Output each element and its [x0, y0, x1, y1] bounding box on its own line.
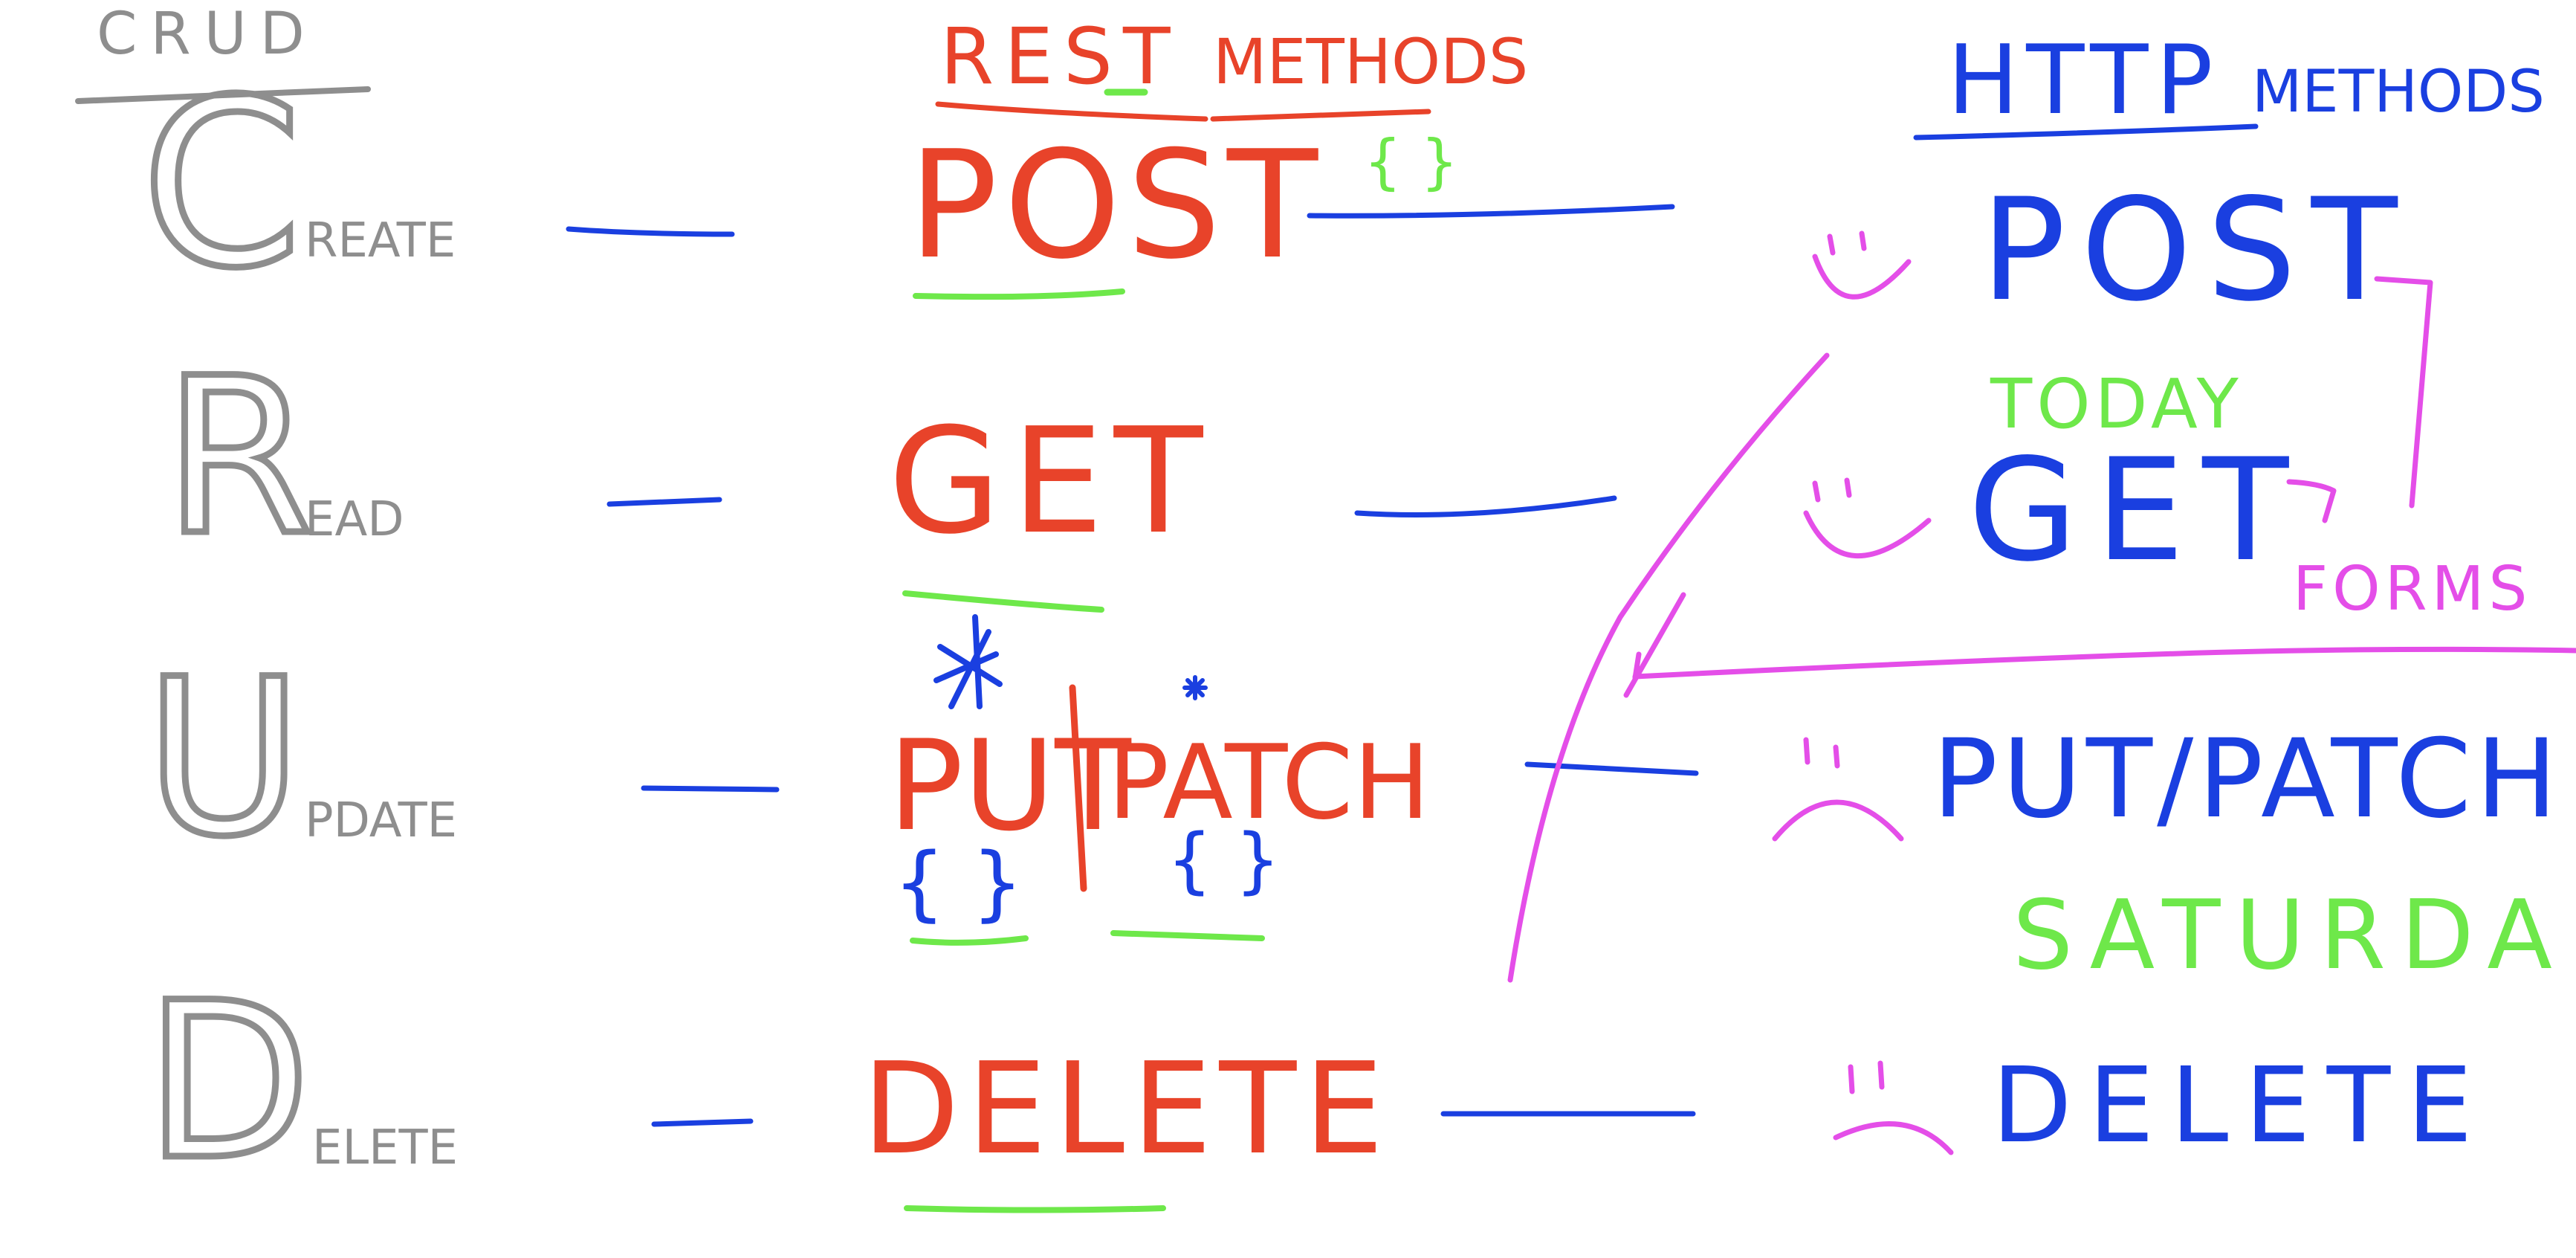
get-bracket-tick [2286, 479, 2337, 523]
connector-delete-delete [651, 1118, 754, 1127]
connector-update-put [641, 785, 780, 793]
rest-get-underline [902, 590, 1104, 613]
rest-heading-underline-1 [935, 101, 1208, 122]
http-saturday-label: SATURDA [2013, 880, 2567, 991]
rest-put-underline [910, 935, 1029, 946]
forms-bracket [2374, 276, 2433, 509]
connector-put-http [1524, 761, 1699, 776]
crud-update-initial: U [145, 633, 302, 884]
rest-heading-word2: METHODS [1213, 25, 1528, 98]
crud-delete-initial: D [145, 957, 311, 1207]
rest-post-underline [913, 288, 1125, 300]
rest-post: POST [908, 119, 1324, 292]
rest-get: GET [888, 397, 1213, 567]
crud-rest-connectors [566, 226, 780, 1127]
http-heading-underline [1913, 123, 2259, 141]
http-put-patch: PUT/PATCH [1932, 716, 2562, 842]
http-heading-word1: HTTP [1947, 25, 2221, 136]
rest-put: PUT [888, 713, 1132, 859]
magenta-annotations [1507, 230, 2576, 1155]
crud-delete-rest: ELETE [312, 1120, 458, 1175]
connector-post-http [1307, 204, 1675, 219]
crud-read-rest: EAD [305, 492, 404, 547]
rest-http-connectors [1307, 204, 1699, 1117]
star-icon [933, 614, 1003, 709]
rest-patch-underline [1110, 930, 1265, 941]
http-delete: DELETE [1992, 1045, 2489, 1167]
rest-put-braces: { } [893, 835, 1023, 930]
connector-read-get [606, 497, 722, 507]
http-today-label: TODAY [1990, 364, 2243, 444]
rest-column: REST METHODS POST { } GET PUT PATCH { } … [862, 11, 1528, 1213]
divider-curve [1507, 352, 1830, 983]
rest-patch: PATCH [1107, 723, 1430, 842]
rest-delete: DELETE [862, 1036, 1391, 1183]
rest-delete-underline [904, 1205, 1166, 1213]
crud-update-rest: PDATE [305, 793, 457, 848]
smile-face-icon [1812, 230, 1912, 300]
rest-patch-braces: { } [1167, 819, 1281, 902]
http-heading-word2: METHODS [2252, 59, 2545, 126]
crud-read-initial: R [164, 332, 314, 583]
connector-get-http [1354, 495, 1617, 517]
divider-arrowhead [1623, 592, 1686, 698]
connector-create-post [566, 226, 735, 237]
crud-heading-underline [75, 86, 371, 104]
smile-face-icon [1803, 477, 1932, 558]
rest-put-patch-divider [1069, 684, 1087, 892]
http-get: GET [1968, 428, 2306, 593]
crud-create-rest: REATE [305, 213, 456, 268]
crud-column: CRUD C REATE R EAD U PDATE D ELETE [75, 1, 458, 1211]
crud-heading: CRUD [97, 1, 318, 68]
rest-heading-word1: REST [940, 11, 1181, 102]
sad-face-icon [1833, 1060, 1954, 1155]
forms-label: FORMS [2293, 554, 2531, 625]
http-column: HTTP METHODS POST GET PUT/PATCH DELETE T… [1913, 25, 2567, 1167]
http-post: POST [1981, 168, 2412, 332]
sad-face-icon [1772, 737, 1904, 842]
rest-post-braces: { } [1364, 127, 1458, 196]
crud-create-initial: C [141, 51, 302, 319]
divider-line [1632, 646, 2576, 680]
star-icon-small [1182, 675, 1208, 700]
rest-heading-underline-2 [1210, 109, 1431, 122]
